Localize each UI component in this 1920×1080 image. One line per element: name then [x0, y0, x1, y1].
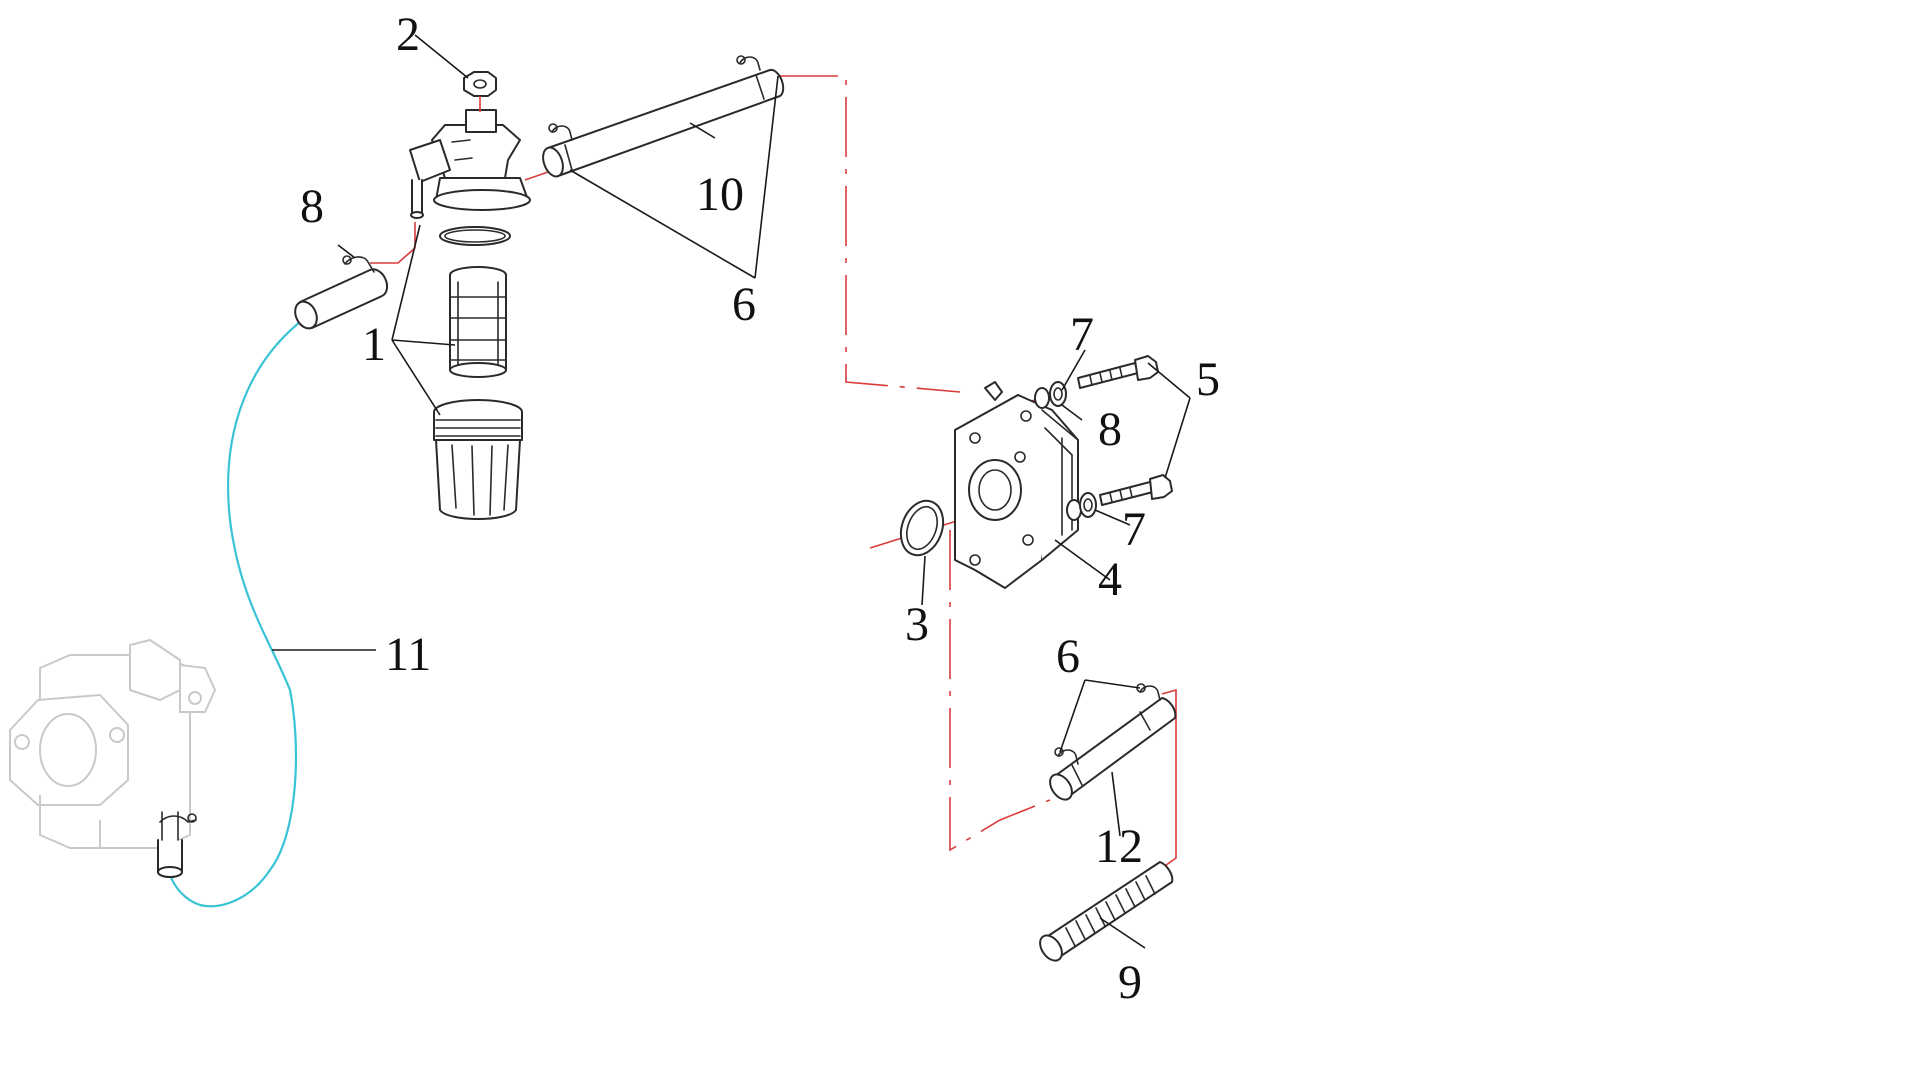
- callout-2: 2: [396, 8, 420, 61]
- callouts: 1 2 3 4 5 6 6 7 7 8 8 9 10 11 12: [300, 8, 1220, 1009]
- leader-lines: [272, 34, 1191, 949]
- assembly-line-strainer: [1161, 688, 1177, 869]
- callout-8-right: 8: [1098, 403, 1122, 456]
- callout-3: 3: [905, 598, 929, 651]
- long-hose: [542, 55, 785, 178]
- callout-6-upper: 6: [732, 278, 756, 331]
- short-hose-lower: [1049, 683, 1177, 801]
- engine-inlet-tube: [157, 811, 197, 878]
- fuel-strainer: [1039, 861, 1174, 962]
- callout-12: 12: [1095, 820, 1143, 873]
- callout-11: 11: [385, 628, 431, 681]
- callout-9: 9: [1118, 956, 1142, 1009]
- callout-8-left: 8: [300, 180, 324, 233]
- washers-lower: [1066, 492, 1097, 521]
- callout-6-lower: 6: [1056, 630, 1080, 683]
- callout-1: 1: [362, 318, 386, 371]
- short-hose-left: [294, 255, 389, 330]
- callout-4: 4: [1098, 553, 1122, 606]
- callout-7-upper: 7: [1070, 308, 1094, 361]
- assembly-line-hose-top: [524, 171, 549, 181]
- fuel-filter-assembly: [409, 71, 531, 520]
- fuel-hose: [168, 317, 306, 908]
- engine-block-ghost: [9, 639, 216, 849]
- assembly-line-main: [778, 75, 961, 393]
- fuel-pump-body: [954, 381, 1079, 589]
- callout-7-lower: 7: [1122, 503, 1146, 556]
- gasket-ring: [899, 499, 945, 557]
- bolt-upper: [1077, 355, 1159, 389]
- bolt-lower: [1099, 474, 1173, 506]
- assembly-line-hose-left: [370, 222, 416, 264]
- assembly-line-lower: [949, 530, 1051, 852]
- washers-upper: [1034, 381, 1067, 409]
- callout-10: 10: [696, 168, 744, 221]
- callout-5: 5: [1196, 353, 1220, 406]
